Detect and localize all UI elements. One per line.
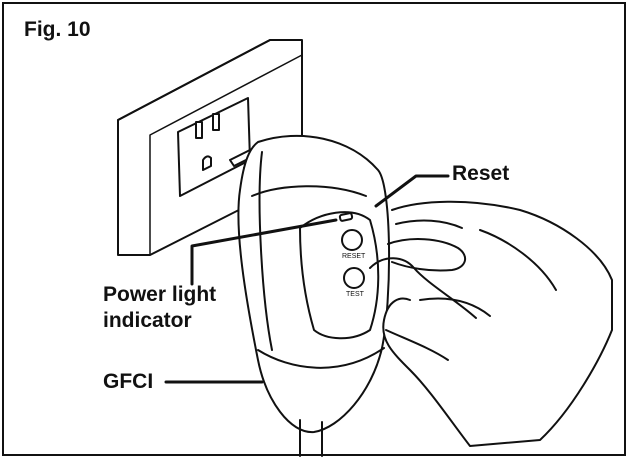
reset-button[interactable] — [341, 229, 363, 251]
reset-button-text: RESET — [342, 253, 366, 260]
figure-label: Fig. 10 — [24, 18, 91, 41]
power-light-label-line1: Power light — [103, 283, 217, 306]
hand — [369, 200, 613, 447]
reset-label: Reset — [452, 162, 510, 185]
test-button[interactable] — [343, 267, 365, 289]
gfci-label: GFCI — [103, 370, 154, 393]
test-button-text: TEST — [346, 291, 365, 298]
power-light-label-line2: indicator — [103, 309, 192, 332]
gfci-device — [237, 134, 391, 457]
power-light-indicator-label: Power light indicator — [103, 282, 216, 334]
reset-leader-line — [374, 174, 450, 208]
power-light-leader-line — [190, 218, 338, 286]
